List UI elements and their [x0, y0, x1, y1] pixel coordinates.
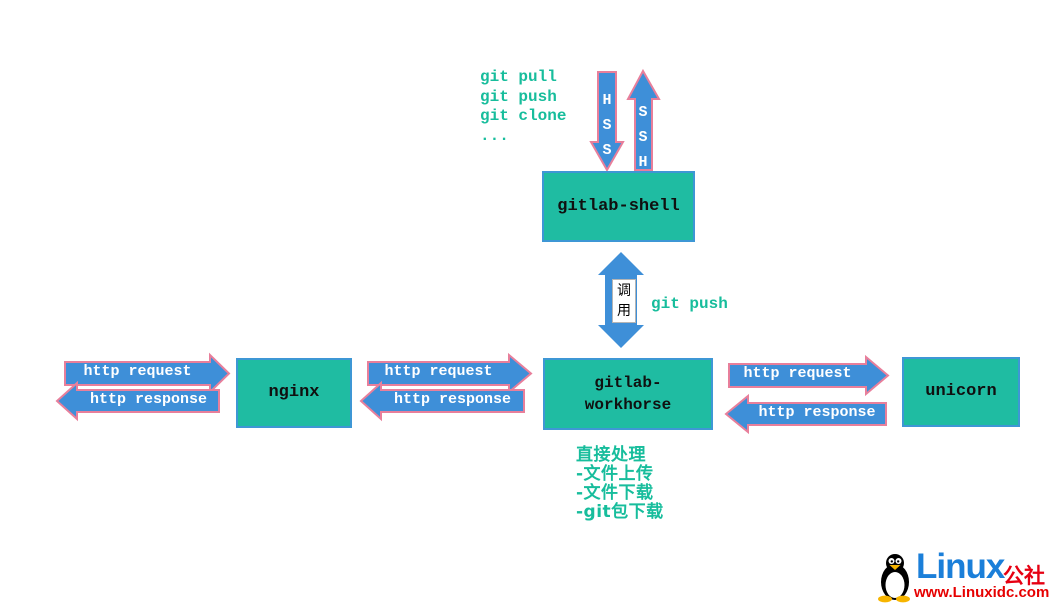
ssh-letter: S: [602, 117, 612, 134]
call-char: 调: [617, 283, 631, 299]
nginx-label: nginx: [268, 383, 320, 402]
gitlab-workhorse-label-line2: workhorse: [584, 396, 672, 414]
tux-penguin-icon: [878, 554, 910, 603]
http-request-label-right: http request: [743, 365, 852, 382]
ssh-letter: S: [638, 129, 648, 146]
git-push-side-label: git push: [651, 295, 728, 313]
ssh-letter: S: [602, 142, 612, 159]
http-response-arrow-right: [724, 393, 887, 435]
http-request-label-left: http request: [83, 363, 192, 380]
unicorn-label: unicorn: [925, 382, 997, 401]
workhorse-note: -文件上传: [576, 464, 654, 484]
ssh-up-arrow: [626, 68, 661, 171]
http-request-label-middle: http request: [384, 363, 493, 380]
logo-brand-text: Linux: [916, 547, 1005, 586]
nginx-box: nginx: [236, 358, 352, 428]
workhorse-note: 直接处理: [576, 445, 646, 465]
unicorn-box: unicorn: [902, 357, 1020, 427]
ssh-down-arrow: [589, 71, 625, 173]
git-command: git pull: [480, 68, 557, 86]
http-response-arrow-middle: [359, 380, 525, 422]
gitlab-shell-label: gitlab-shell: [557, 196, 680, 216]
ssh-letter: S: [638, 104, 648, 121]
git-command: git clone: [480, 107, 567, 125]
http-response-label-left: http response: [89, 391, 208, 408]
http-request-arrow-left: [64, 352, 231, 395]
gitlab-shell-box: gitlab-shell: [542, 171, 695, 242]
git-command-list: git pull git push git clone ...: [480, 68, 566, 146]
http-response-label-middle: http response: [393, 391, 512, 408]
workhorse-notes: 直接处理 -文件上传 -文件下载 -git包下载: [576, 446, 664, 522]
ssh-up-arrow-label: S S H: [626, 100, 660, 175]
logo-url-text: www.Linuxidc.com: [914, 584, 1050, 601]
ssh-down-arrow-label: H S S: [590, 88, 624, 163]
gitlab-workhorse-label-line1: gitlab-: [594, 374, 662, 392]
call-arrow-label: 调 用: [612, 279, 636, 323]
http-request-arrow-middle: [367, 352, 533, 395]
linuxidc-logo: Linux 公社 www.Linuxidc.com: [872, 547, 1055, 605]
git-command-ellipsis: ...: [480, 126, 509, 145]
http-response-arrow-left: [55, 380, 220, 422]
ssh-letter: H: [638, 154, 648, 171]
ssh-letter: H: [602, 92, 612, 109]
workhorse-note: -git包下载: [576, 502, 664, 522]
call-char: 用: [617, 303, 631, 319]
workhorse-note: -文件下载: [576, 483, 654, 503]
logo-suffix-text: 公社: [1003, 564, 1045, 588]
gitlab-workhorse-box: gitlab- workhorse: [543, 358, 713, 430]
http-response-label-right: http response: [758, 404, 876, 421]
http-request-arrow-right: [728, 354, 890, 397]
git-command: git push: [480, 87, 557, 106]
